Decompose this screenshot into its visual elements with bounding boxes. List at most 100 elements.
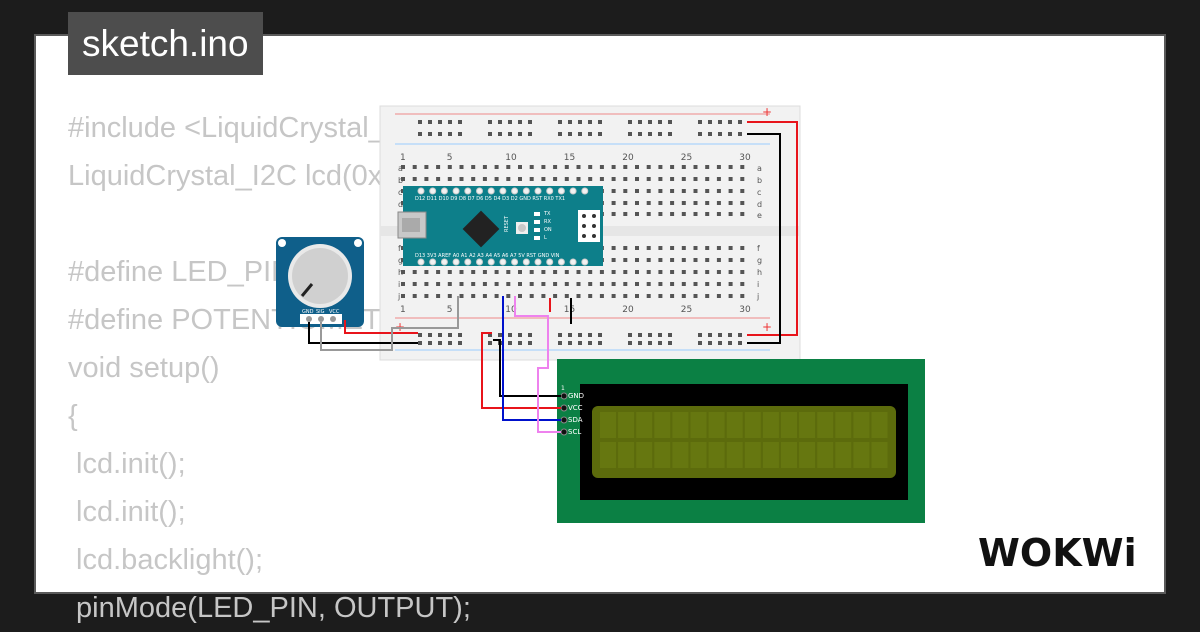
row-letter: j [397,292,400,301]
row-letter: g [398,256,403,265]
arduino-pin[interactable] [569,187,577,195]
wire-lcd-vcc[interactable] [481,332,561,409]
row-letter: e [757,211,762,220]
arduino-pin[interactable] [429,187,437,195]
arduino-pin[interactable] [440,187,448,195]
arduino-pin[interactable] [499,187,507,195]
arduino-pin[interactable] [476,187,483,195]
arduino-pin[interactable] [534,258,542,266]
file-name-label: sketch.ino [68,12,263,75]
arduino-pin[interactable] [557,258,565,266]
column-number: 15 [564,153,575,163]
arduino-pin[interactable] [546,258,554,266]
lcd-char-cell [853,442,870,468]
arduino-pin[interactable] [464,258,472,266]
arduino-pin[interactable] [511,187,519,195]
arduino-pin[interactable] [522,258,530,266]
arduino-nano: RESET TX RX ON L D12 D11 D10 D9 D8 D7 D6… [397,186,603,266]
lcd-char-cell [762,412,779,438]
arduino-pin[interactable] [417,258,425,266]
wire-pot-gnd[interactable] [308,322,418,344]
column-number: 5 [447,153,453,163]
arduino-pin[interactable] [476,258,483,266]
arduino-pin[interactable] [557,187,565,195]
row-letter: f [757,244,760,253]
lcd-char-cell [654,442,671,468]
arduino-pin[interactable] [429,258,437,266]
code-line: lcd.backlight(); [68,544,264,576]
lcd-pin-marker: 1 [561,385,565,392]
arduino-pin[interactable] [534,187,542,195]
row-letter: i [398,280,400,289]
lcd-char-cell [618,442,635,468]
column-number: 20 [622,153,634,163]
led-on [534,228,540,232]
column-number: 10 [505,153,517,163]
lcd-char-cell [817,412,834,438]
lcd-char-cell [835,412,852,438]
led-label-on: ON [544,227,552,233]
knob-indicator [300,283,314,297]
lcd-pin-vcc: VCC [568,404,583,412]
arduino-pin[interactable] [581,187,589,195]
arduino-pin[interactable] [511,258,519,266]
row-letter: a [398,164,403,173]
lcd-char-cell [817,442,834,468]
lcd-char-cell [871,442,888,468]
column-number: 5 [447,305,453,315]
led-label-l: L [544,235,547,241]
pot-pin-gnd: GND [302,309,314,315]
lcd-char-cell [690,442,707,468]
column-number: 20 [622,305,634,315]
arduino-pin[interactable] [487,187,495,195]
arduino-pin[interactable] [546,187,554,195]
lcd-char-cell [853,412,870,438]
arduino-pin[interactable] [522,187,530,195]
row-letter: f [398,244,401,253]
row-letter: b [757,176,762,185]
arduino-pin[interactable] [487,258,495,266]
wire-power-red[interactable] [747,121,798,336]
wire-ground-black[interactable] [747,133,781,344]
wire-pot-vcc[interactable] [344,320,418,334]
wire-lcd-sda[interactable] [502,296,561,421]
arduino-pin[interactable] [452,187,460,195]
led-tx [534,212,540,216]
lcd-char-cell [672,412,689,438]
row-letter: c [757,188,761,197]
lcd-pin-sda: SDA [568,416,583,424]
wokwi-logo-text: WOKWi [978,531,1137,575]
code-line: #define LED_PIN 9 [68,256,317,288]
wire-lcd-gnd[interactable] [493,339,561,397]
led-rx [534,220,540,224]
arduino-pin[interactable] [499,258,507,266]
lcd-char-cell [799,442,816,468]
row-letter: i [757,280,759,289]
code-line: lcd.init(); [68,448,186,480]
row-letter: b [398,176,403,185]
potentiometer-knob[interactable] [292,248,348,304]
arduino-pin[interactable] [452,258,460,266]
lcd-char-cell [781,412,797,438]
row-letter: g [757,256,762,265]
wire-pot-signal[interactable] [320,296,459,351]
arduino-pin[interactable] [464,187,472,195]
column-number: 30 [739,153,751,163]
lcd-char-cell [744,442,761,468]
arduino-pin[interactable] [417,187,425,195]
lcd-char-cell [600,442,616,468]
arduino-pin[interactable] [569,258,577,266]
chip-icon [462,210,500,248]
lcd-char-cell [871,412,888,438]
potentiometer: GND SIG VCC [276,237,364,327]
pot-pin-sig: SIG [316,309,325,315]
arduino-pin[interactable] [581,258,589,266]
column-number: 30 [739,305,751,315]
column-number: 1 [400,305,406,315]
lcd-char-cell [708,412,725,438]
row-letter: j [756,292,759,301]
wires [308,121,798,433]
wire-lcd-scl[interactable] [514,296,561,433]
arduino-pin[interactable] [440,258,448,266]
row-letter: d [398,200,403,209]
